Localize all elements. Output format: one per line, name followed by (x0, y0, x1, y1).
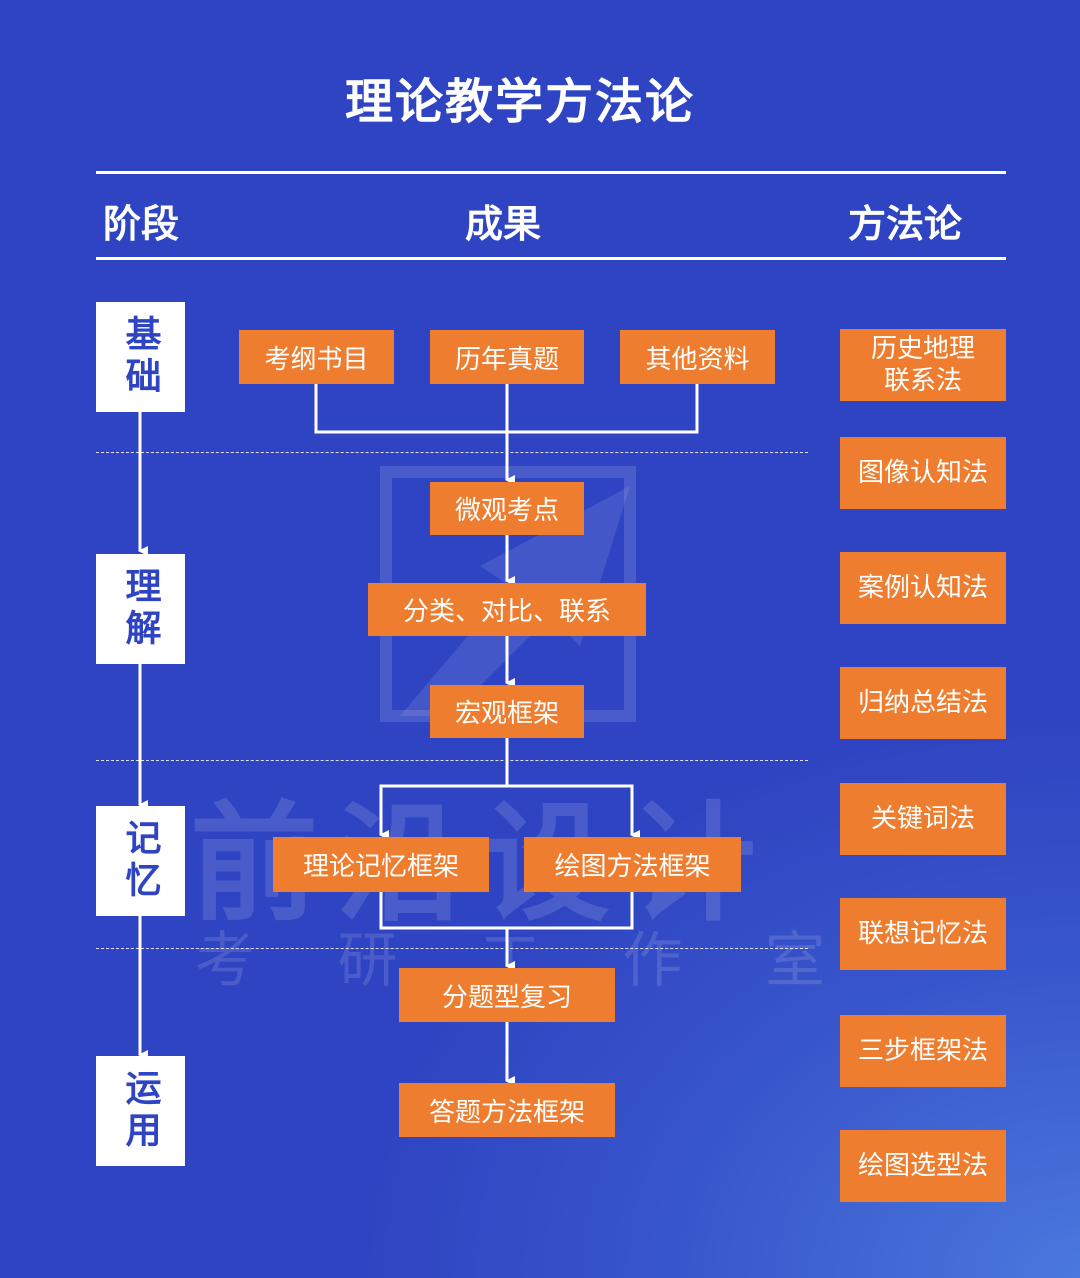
header-top-rule (96, 171, 1006, 174)
stage-application: 运用 (96, 1056, 185, 1166)
result-syllabus-books: 考纲书目 (239, 330, 394, 384)
page-title: 理论教学方法论 (344, 74, 695, 130)
watermark-char: 室 (765, 926, 825, 996)
header-method: 方法论 (848, 201, 963, 246)
method-image-cognition: 图像认知法 (840, 437, 1006, 509)
watermark-char: 考 (195, 926, 255, 996)
stage-divider (96, 760, 808, 761)
stage-foundation: 基础 (96, 302, 185, 412)
stage-understanding: 理解 (96, 554, 185, 664)
result-drawing-method-framework: 绘图方法框架 (524, 837, 741, 892)
result-macro-framework: 宏观框架 (430, 685, 584, 738)
method-history-geography: 历史地理联系法 (840, 329, 1006, 401)
method-induction-summary: 归纳总结法 (840, 667, 1006, 739)
result-classify-compare: 分类、对比、联系 (368, 583, 646, 636)
method-case-cognition: 案例认知法 (840, 552, 1006, 624)
header-stage: 阶段 (103, 201, 180, 246)
stage-divider (96, 452, 808, 453)
result-other-materials: 其他资料 (620, 330, 775, 384)
header-result: 成果 (465, 201, 542, 246)
stage-divider (96, 948, 808, 949)
method-association-memory: 联想记忆法 (840, 898, 1006, 970)
stage-memory: 记忆 (96, 806, 185, 916)
result-micro-points: 微观考点 (430, 482, 584, 535)
result-past-exams: 历年真题 (430, 330, 584, 384)
method-three-step-framework: 三步框架法 (840, 1015, 1006, 1087)
method-keyword: 关键词法 (840, 783, 1006, 855)
result-review-by-type: 分题型复习 (399, 968, 615, 1022)
result-answer-framework: 答题方法框架 (399, 1083, 615, 1137)
method-drawing-selection: 绘图选型法 (840, 1130, 1006, 1202)
header-bottom-rule (96, 257, 1006, 260)
watermark-char: 作 (622, 926, 683, 996)
result-theory-memory-framework: 理论记忆框架 (273, 837, 489, 892)
watermark-char: 研 (337, 926, 398, 996)
